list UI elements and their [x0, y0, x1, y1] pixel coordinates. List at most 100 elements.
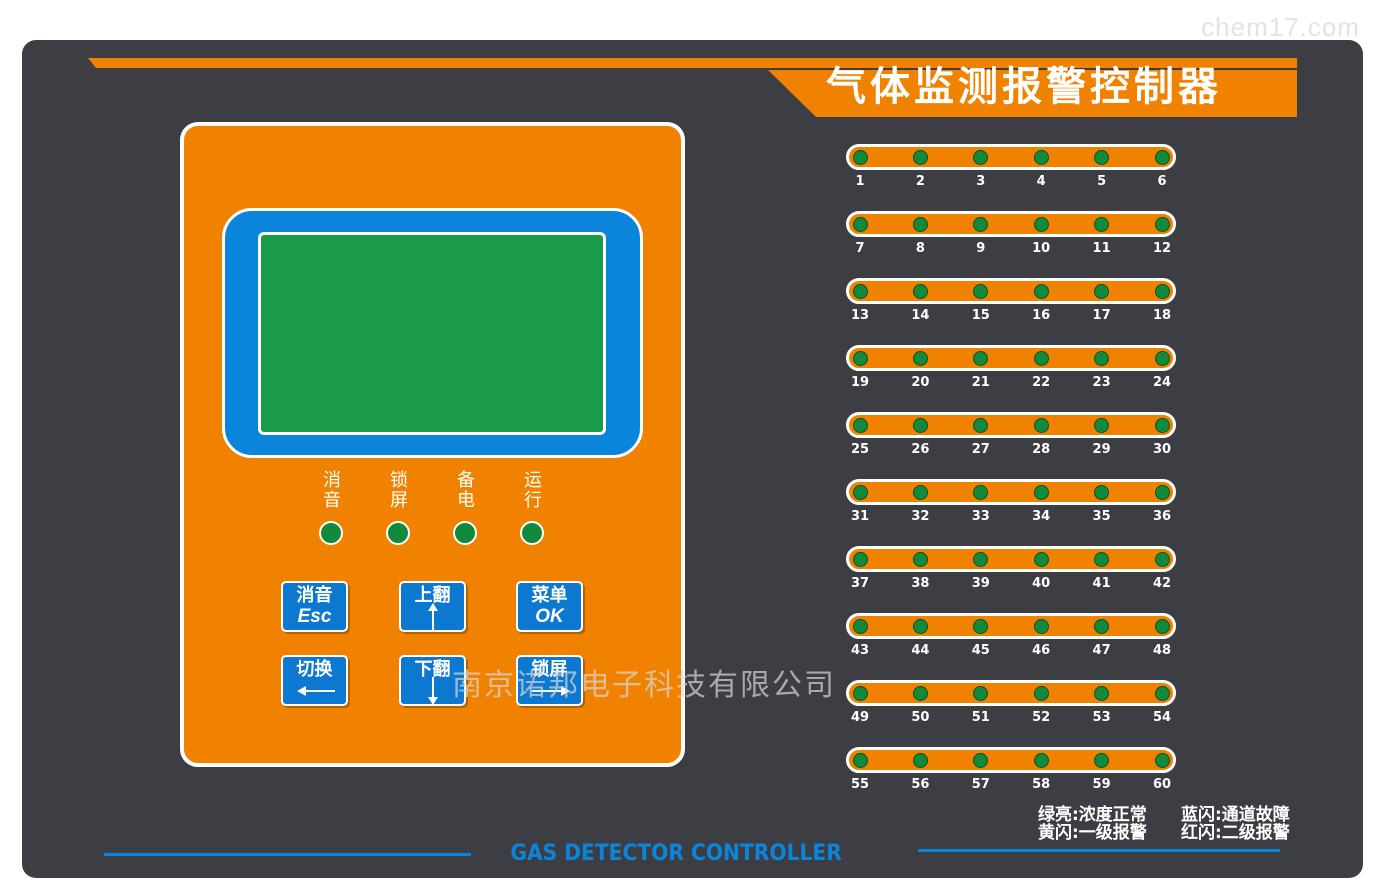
legend-yellow: 黄闪:一级报警 — [1038, 823, 1147, 843]
channel-number: 40 — [1032, 576, 1051, 591]
channel-number: 51 — [971, 710, 990, 725]
channel-number: 8 — [915, 241, 925, 256]
channel-led — [1154, 417, 1170, 433]
indicator-label-battery: 备电 — [457, 470, 475, 511]
run-indicator-led — [520, 521, 544, 545]
channel-led — [973, 216, 989, 232]
channel-number: 28 — [1032, 442, 1051, 457]
channel-led — [973, 149, 989, 165]
channel-led — [1033, 350, 1049, 366]
page-up-button[interactable]: 上翻 — [399, 581, 466, 632]
footer-line-right — [918, 849, 1280, 852]
channel-led — [912, 283, 928, 299]
channel-number: 10 — [1032, 241, 1051, 256]
channel-led — [973, 618, 989, 634]
channel-led — [852, 618, 868, 634]
channel-number: 33 — [971, 509, 990, 524]
channel-number: 37 — [850, 576, 870, 591]
channel-strip — [846, 680, 1176, 706]
legend-green: 绿亮:浓度正常 — [1038, 805, 1147, 825]
channel-number: 54 — [1152, 710, 1172, 725]
channel-led — [912, 551, 928, 567]
channel-number: 27 — [971, 442, 990, 457]
channel-number: 11 — [1092, 241, 1111, 256]
channel-number: 5 — [1097, 174, 1107, 189]
channel-led — [912, 685, 928, 701]
channel-number: 57 — [971, 777, 990, 792]
channel-number: 34 — [1032, 509, 1051, 524]
channel-number: 47 — [1092, 643, 1111, 658]
channel-led — [1154, 484, 1170, 500]
channel-led — [852, 216, 868, 232]
indicator-label-lock: 锁屏 — [390, 470, 408, 511]
arrow-left-icon — [297, 686, 335, 696]
arrow-down-icon — [428, 677, 438, 705]
channel-number: 17 — [1092, 308, 1111, 323]
channel-strip — [846, 613, 1176, 639]
channel-led — [1033, 685, 1049, 701]
channel-led — [973, 283, 989, 299]
channel-led — [1033, 149, 1049, 165]
channel-led — [973, 551, 989, 567]
channel-led — [973, 752, 989, 768]
channel-led — [1033, 484, 1049, 500]
channel-number: 35 — [1092, 509, 1111, 524]
channel-led — [1154, 216, 1170, 232]
esc-button[interactable]: 消音 Esc — [281, 581, 348, 632]
channel-led — [1094, 685, 1110, 701]
channel-led — [852, 685, 868, 701]
header-band — [88, 58, 1297, 117]
channel-led — [973, 417, 989, 433]
channel-led — [912, 618, 928, 634]
channel-number: 1 — [855, 174, 865, 189]
channel-strip — [846, 479, 1176, 505]
channel-number: 56 — [911, 777, 930, 792]
channel-number: 6 — [1157, 174, 1167, 189]
channel-led — [1033, 283, 1049, 299]
channel-led — [852, 551, 868, 567]
channel-led — [1154, 618, 1170, 634]
channel-led — [852, 149, 868, 165]
channel-led — [1094, 551, 1110, 567]
menu-ok-button[interactable]: 菜单 OK — [516, 581, 583, 632]
channel-number: 49 — [850, 710, 870, 725]
legend-red: 红闪:二级报警 — [1181, 823, 1290, 843]
channel-number: 2 — [915, 174, 925, 189]
legend-blue: 蓝闪:通道故障 — [1181, 805, 1290, 825]
channel-led — [1033, 618, 1049, 634]
channel-number: 15 — [971, 308, 990, 323]
channel-led — [1033, 216, 1049, 232]
arrow-up-icon — [428, 603, 438, 630]
channel-number: 3 — [976, 174, 986, 189]
channel-strip — [846, 278, 1176, 304]
channel-led — [852, 417, 868, 433]
indicator-label-mute: 消音 — [323, 470, 341, 511]
channel-number: 60 — [1152, 777, 1172, 792]
channel-number: 23 — [1092, 375, 1111, 390]
channel-strip — [846, 747, 1176, 773]
lock-screen-button[interactable]: 锁屏 — [516, 655, 583, 706]
lock-indicator-led — [386, 521, 410, 545]
channel-number: 48 — [1152, 643, 1172, 658]
channel-number: 31 — [850, 509, 870, 524]
channel-number: 42 — [1152, 576, 1172, 591]
channel-number: 26 — [911, 442, 930, 457]
channel-number: 20 — [911, 375, 930, 390]
page-down-button[interactable]: 下翻 — [399, 655, 466, 706]
channel-strip — [846, 412, 1176, 438]
channel-number: 25 — [850, 442, 870, 457]
channel-number: 21 — [971, 375, 990, 390]
channel-led — [1154, 350, 1170, 366]
watermark-text: chem17.com — [1201, 12, 1360, 42]
channel-number: 39 — [971, 576, 990, 591]
channel-number: 4 — [1036, 174, 1046, 189]
channel-number: 43 — [850, 643, 870, 658]
channel-number: 13 — [850, 308, 870, 323]
lcd-screen — [258, 232, 606, 435]
channel-number: 45 — [971, 643, 990, 658]
battery-indicator-led — [453, 521, 477, 545]
footer-line-left — [104, 853, 471, 856]
channel-number: 14 — [911, 308, 930, 323]
switch-button[interactable]: 切换 — [281, 655, 348, 706]
channel-number: 18 — [1152, 308, 1172, 323]
